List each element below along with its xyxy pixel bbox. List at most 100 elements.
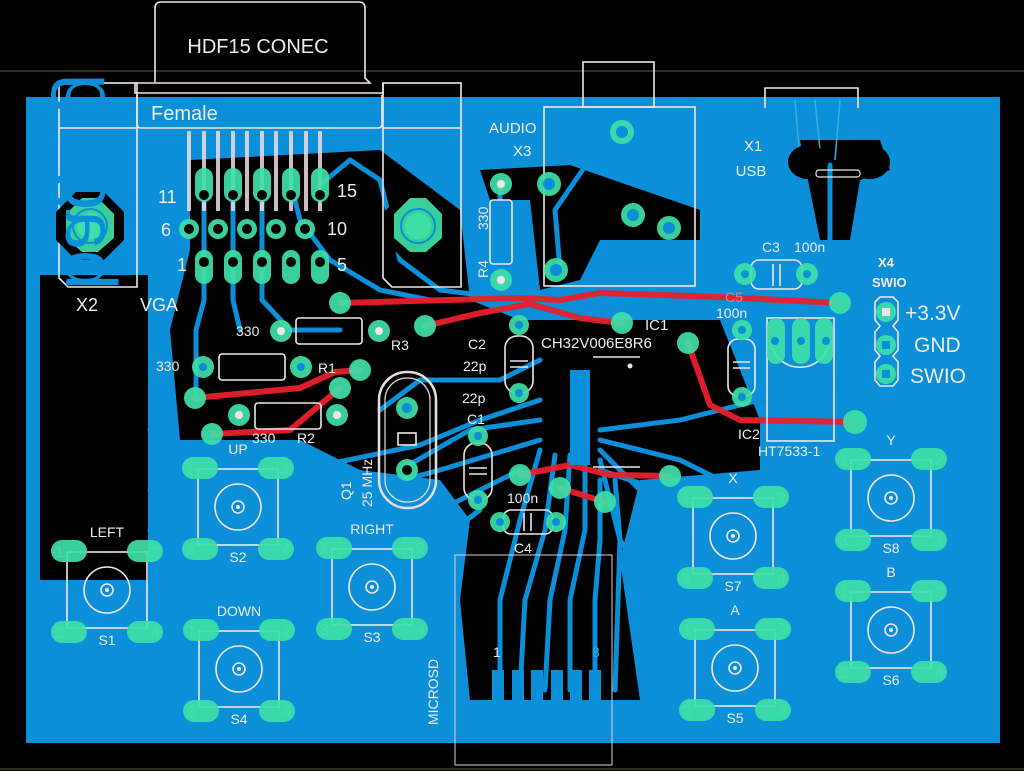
usb-connector[interactable]: X1 USB	[736, 87, 890, 180]
button-pin-label: 4	[283, 704, 292, 721]
mcu-name-label: IC1	[645, 317, 668, 334]
microsd-pin-first-label: 1	[493, 644, 501, 660]
button-pin-label: 4	[416, 622, 425, 639]
vga-pin-label-10: 10	[327, 219, 347, 239]
regulator-name-label: IC2	[738, 426, 760, 442]
swio-name-label: X4	[878, 255, 895, 270]
swio-value-label: SWIO	[872, 275, 907, 290]
button-label: X	[728, 470, 738, 486]
vga-pin-label-1: 1	[177, 255, 187, 275]
c3-name-label: C3	[762, 239, 780, 255]
capacitor-c4[interactable]: 100n C4	[490, 490, 566, 556]
button-pin-label: 3	[55, 625, 64, 642]
button-pin-label: 2	[777, 490, 786, 507]
button-pin-label: 4	[151, 625, 160, 642]
button-pin-label: 2	[779, 622, 788, 639]
crystal-name-label: Q1	[338, 481, 354, 500]
button-pin-label: 1	[683, 622, 692, 639]
button-pin-label: 1	[55, 544, 64, 561]
airwires	[192, 290, 858, 505]
c5-name-label: C5	[725, 289, 743, 305]
r2-value-label: 330	[252, 430, 276, 446]
button-name: S6	[882, 672, 899, 688]
button-s1[interactable]: 1 2 3 4 LEFT S1	[51, 524, 163, 648]
usb-value-label: USB	[736, 163, 767, 180]
c5-value-label: 100n	[716, 305, 747, 321]
button-pin-label: 3	[839, 665, 848, 682]
r1-name-label: R1	[318, 360, 336, 376]
button-pin-label: 1	[187, 623, 196, 640]
c2-value-label: 22p	[463, 358, 487, 374]
button-name: S7	[724, 578, 741, 594]
button-label: Y	[886, 432, 896, 448]
r3-name-label: R3	[391, 337, 409, 353]
button-s4[interactable]: 1 2 3 4 DOWN S4	[183, 603, 295, 727]
button-pin-label: 2	[935, 452, 944, 469]
button-label: A	[730, 602, 740, 618]
vga-pin-label-11: 11	[158, 187, 177, 207]
resistor-r4[interactable]: 330 R4	[475, 173, 513, 291]
button-label: RIGHT	[350, 521, 394, 537]
capacitor-c5[interactable]: C5 100n	[716, 289, 756, 407]
vga-pins	[179, 131, 329, 284]
crystal-value-label: 25 MHz	[359, 459, 375, 507]
button-pin-label: 3	[186, 542, 195, 559]
button-pin-label: 4	[935, 533, 944, 550]
usb-name-label: X1	[744, 138, 762, 155]
button-name: S8	[882, 540, 899, 556]
button-pin-label: 4	[779, 703, 788, 720]
regulator-ic2[interactable]: IC2 HT7533-1	[738, 317, 835, 459]
button-name: S2	[229, 549, 246, 565]
r1-value-label: 330	[156, 358, 180, 374]
resistor-r2[interactable]: 330 R2	[228, 402, 348, 446]
mcu-ic1[interactable]: IC1 CH32V006E8R6	[541, 317, 668, 468]
board-logo: bagdig	[50, 74, 130, 290]
button-pin-label: 3	[187, 704, 196, 721]
swio-pin-gnd-label: GND	[914, 334, 961, 357]
button-label: DOWN	[217, 603, 261, 619]
vga-name-label: X2	[76, 295, 98, 315]
swio-pin-swio-label: SWIO	[910, 365, 966, 388]
r3-value-label: 330	[236, 323, 260, 339]
button-name: S3	[363, 629, 380, 645]
resistor-r1[interactable]: 330 R1	[156, 353, 336, 381]
audio-jack[interactable]: AUDIO X3	[489, 61, 696, 287]
vga-pin-label-5: 5	[337, 255, 347, 275]
button-pin-label: 4	[282, 542, 291, 559]
audio-name-label: X3	[513, 143, 531, 160]
capacitor-c1[interactable]: 22p C1	[462, 390, 493, 510]
c3-value-label: 100n	[794, 239, 825, 255]
vga-pin-label-6: 6	[161, 220, 171, 240]
button-label: LEFT	[90, 524, 125, 540]
button-name: S1	[98, 632, 115, 648]
regulator-value-label: HT7533-1	[758, 443, 820, 459]
capacitor-c3[interactable]: C3 100n	[734, 239, 825, 290]
button-pin-label: 2	[151, 544, 160, 561]
button-pin-label: 3	[681, 571, 690, 588]
crystal-q1[interactable]: Q1 25 MHz	[338, 370, 438, 510]
vga-connector[interactable]: HDF15 CONEC Female	[56, 1, 462, 315]
c4-name-label: C4	[514, 540, 532, 556]
microsd-slot[interactable]: 1 8 MICROSD	[425, 554, 613, 766]
swio-header[interactable]: X4 SWIO +3.3V GND SWIO	[872, 255, 966, 388]
vga-package-label: HDF15 CONEC	[187, 36, 328, 58]
c4-value-label: 100n	[507, 490, 538, 506]
button-pin-label: 2	[935, 584, 944, 601]
button-pin-label: 3	[320, 622, 329, 639]
button-pin-label: 1	[839, 584, 848, 601]
capacitor-c2[interactable]: C2 22p	[463, 315, 534, 403]
c1-name-label: C1	[467, 411, 485, 427]
button-pin-label: 1	[839, 452, 848, 469]
button-pin-label: 2	[283, 623, 292, 640]
microsd-pin-last-label: 8	[592, 644, 600, 660]
resistor-r3[interactable]: 330 R3	[236, 317, 409, 353]
button-name: S4	[230, 711, 247, 727]
r2-name-label: R2	[297, 430, 315, 446]
